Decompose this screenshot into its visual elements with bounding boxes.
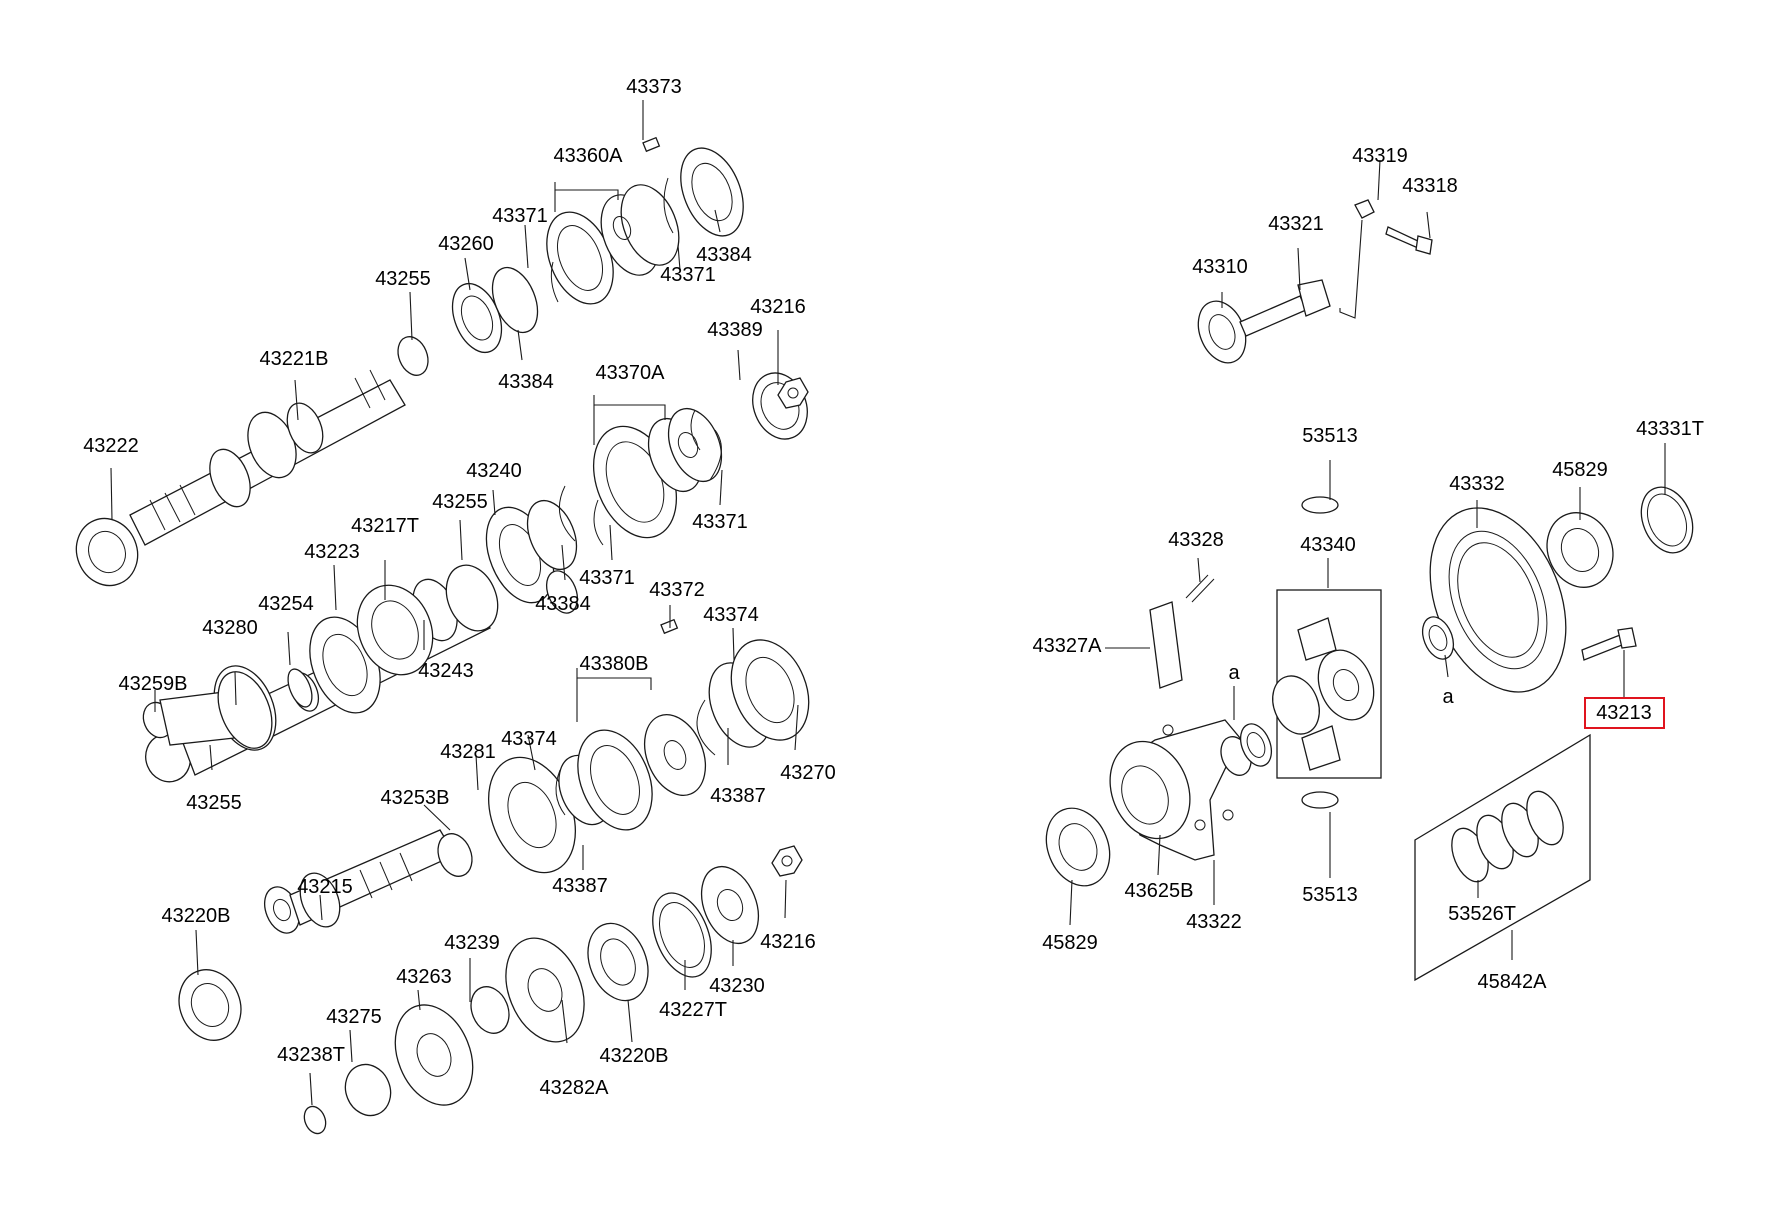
- label-43254[interactable]: 43254: [258, 593, 314, 615]
- label-43240[interactable]: 43240: [466, 460, 522, 482]
- label-43255[interactable]: 43255: [432, 491, 488, 513]
- label-43625B[interactable]: 43625B: [1125, 880, 1194, 902]
- label-43221B[interactable]: 43221B: [260, 348, 329, 370]
- label-53526T[interactable]: 53526T: [1448, 903, 1516, 925]
- label-43223[interactable]: 43223: [304, 541, 360, 563]
- label-43239[interactable]: 43239: [444, 932, 500, 954]
- label-43259B[interactable]: 43259B: [119, 673, 188, 695]
- label-43384[interactable]: 43384: [498, 371, 554, 393]
- label-43263[interactable]: 43263: [396, 966, 452, 988]
- label-43238T[interactable]: 43238T: [277, 1044, 345, 1066]
- label-43371[interactable]: 43371: [579, 567, 635, 589]
- label-43253B[interactable]: 43253B: [381, 787, 450, 809]
- label-43270[interactable]: 43270: [780, 762, 836, 784]
- label-43217T[interactable]: 43217T: [351, 515, 419, 537]
- label-43384[interactable]: 43384: [696, 244, 752, 266]
- lower-shaft-assembly: [264, 618, 810, 934]
- label-43373[interactable]: 43373: [626, 76, 682, 98]
- speedometer-assembly: [1197, 199, 1433, 364]
- differential-group: [1045, 159, 1694, 982]
- input-shaft-assembly: [75, 136, 809, 587]
- label-43310[interactable]: 43310: [1192, 256, 1248, 278]
- label-43222[interactable]: 43222: [83, 435, 139, 457]
- label-43380B[interactable]: 43380B: [580, 653, 649, 675]
- transmission-shafts-group: [75, 100, 810, 1135]
- label-43374[interactable]: 43374: [501, 728, 557, 750]
- label-43332[interactable]: 43332: [1449, 473, 1505, 495]
- leader-lines-left: [110, 100, 799, 1106]
- label-43281[interactable]: 43281: [440, 741, 496, 763]
- label-43227T[interactable]: 43227T: [659, 999, 727, 1021]
- label-43331T[interactable]: 43331T: [1636, 418, 1704, 440]
- label-43387[interactable]: 43387: [710, 785, 766, 807]
- label-43255[interactable]: 43255: [186, 792, 242, 814]
- label-43220B[interactable]: 43220B: [162, 905, 231, 927]
- label-43371[interactable]: 43371: [692, 511, 748, 533]
- label-43318[interactable]: 43318: [1402, 175, 1458, 197]
- differential-case: [1045, 496, 1591, 982]
- label-43220B[interactable]: 43220B: [600, 1045, 669, 1067]
- label-43327A[interactable]: 43327A: [1033, 635, 1103, 657]
- label-43275[interactable]: 43275: [326, 1006, 382, 1028]
- marker-a-right: a: [1442, 686, 1454, 708]
- label-43372[interactable]: 43372: [649, 579, 705, 601]
- label-43321[interactable]: 43321: [1268, 213, 1324, 235]
- label-43387[interactable]: 43387: [552, 875, 608, 897]
- label-45842A[interactable]: 45842A: [1478, 971, 1548, 993]
- label-43243[interactable]: 43243: [418, 660, 474, 682]
- label-43371[interactable]: 43371: [660, 264, 716, 286]
- label-43340[interactable]: 43340: [1300, 534, 1356, 556]
- label-45829[interactable]: 45829: [1042, 932, 1098, 954]
- ring-gear: [1421, 486, 1694, 693]
- label-43371[interactable]: 43371: [492, 205, 548, 227]
- label-45829[interactable]: 45829: [1552, 459, 1608, 481]
- highlight-box: [1584, 697, 1665, 729]
- part-number-labels: 43373 43360A 43371 43260 43384 43371 432…: [83, 76, 1704, 1099]
- label-43216[interactable]: 43216: [760, 931, 816, 953]
- label-43322[interactable]: 43322: [1186, 911, 1242, 933]
- label-43328[interactable]: 43328: [1168, 529, 1224, 551]
- label-43374[interactable]: 43374: [703, 604, 759, 626]
- label-43282A[interactable]: 43282A: [540, 1077, 610, 1099]
- label-53513[interactable]: 53513: [1302, 884, 1358, 906]
- label-43215[interactable]: 43215: [297, 876, 353, 898]
- label-43280[interactable]: 43280: [202, 617, 258, 639]
- label-43370A[interactable]: 43370A: [596, 362, 666, 384]
- label-43230[interactable]: 43230: [709, 975, 765, 997]
- marker-a-left: a: [1228, 662, 1240, 684]
- label-43360A[interactable]: 43360A: [554, 145, 624, 167]
- label-43319[interactable]: 43319: [1352, 145, 1408, 167]
- label-43384[interactable]: 43384: [535, 593, 591, 615]
- label-43260[interactable]: 43260: [438, 233, 494, 255]
- label-43255[interactable]: 43255: [375, 268, 431, 290]
- label-43213-highlighted[interactable]: 43213: [1596, 702, 1652, 724]
- loose-parts-bottom: [178, 845, 803, 1135]
- label-53513[interactable]: 53513: [1302, 425, 1358, 447]
- leader-lines-right: [1069, 159, 1666, 960]
- label-43216[interactable]: 43216: [750, 296, 806, 318]
- label-43389[interactable]: 43389: [707, 319, 763, 341]
